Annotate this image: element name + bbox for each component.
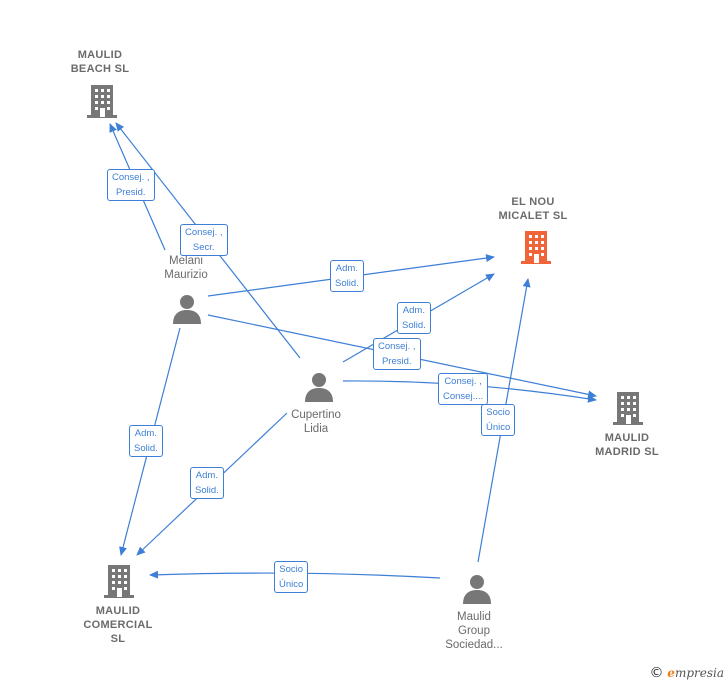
building-icon: [87, 85, 117, 118]
edge-label-adm-solid: Adm. Solid.: [397, 302, 431, 334]
building-icon: [613, 392, 643, 425]
edge-label-consej-consej: Consej. , Consej....: [438, 373, 489, 405]
edge-label-socio-unico: Socio Único: [274, 561, 309, 593]
edge-label-adm-solid: Adm. Solid.: [129, 425, 163, 457]
node-maulid-comercial[interactable]: MAULID COMERCIAL SL: [83, 605, 153, 645]
node-maulid-madrid[interactable]: MAULID MADRID SL: [595, 432, 659, 458]
node-cupertino-lidia[interactable]: Cupertino Lidia: [291, 409, 341, 435]
brand-initial: e: [667, 666, 675, 680]
person-icon: [173, 295, 201, 324]
copyright-symbol: ©: [649, 665, 664, 681]
edge-label-adm-solid: Adm. Solid.: [190, 467, 224, 499]
edge-label-consej-secr: Consej. , Secr.: [180, 224, 228, 256]
node-melani-maurizio[interactable]: Melani Maurizio: [164, 255, 208, 281]
brand-name: mpresia: [674, 666, 724, 680]
empresia-logo: © empresia: [649, 665, 724, 681]
building-icon: [521, 231, 551, 264]
edge-label-adm-solid: Adm. Solid.: [330, 260, 364, 292]
node-maulid-beach[interactable]: MAULID BEACH SL: [70, 49, 130, 75]
edge-label-consej-presid: Consej. , Presid.: [107, 169, 155, 201]
building-icon: [104, 565, 134, 598]
edge-label-socio-unico: Socio Único: [481, 404, 516, 436]
node-maulid-group[interactable]: Maulid Group Sociedad...: [445, 611, 503, 651]
edge-label-consej-presid: Consej. , Presid.: [373, 338, 421, 370]
person-icon: [305, 373, 333, 402]
node-el-nou-micalet[interactable]: EL NOU MICALET SL: [498, 196, 568, 222]
person-icon: [463, 575, 491, 604]
